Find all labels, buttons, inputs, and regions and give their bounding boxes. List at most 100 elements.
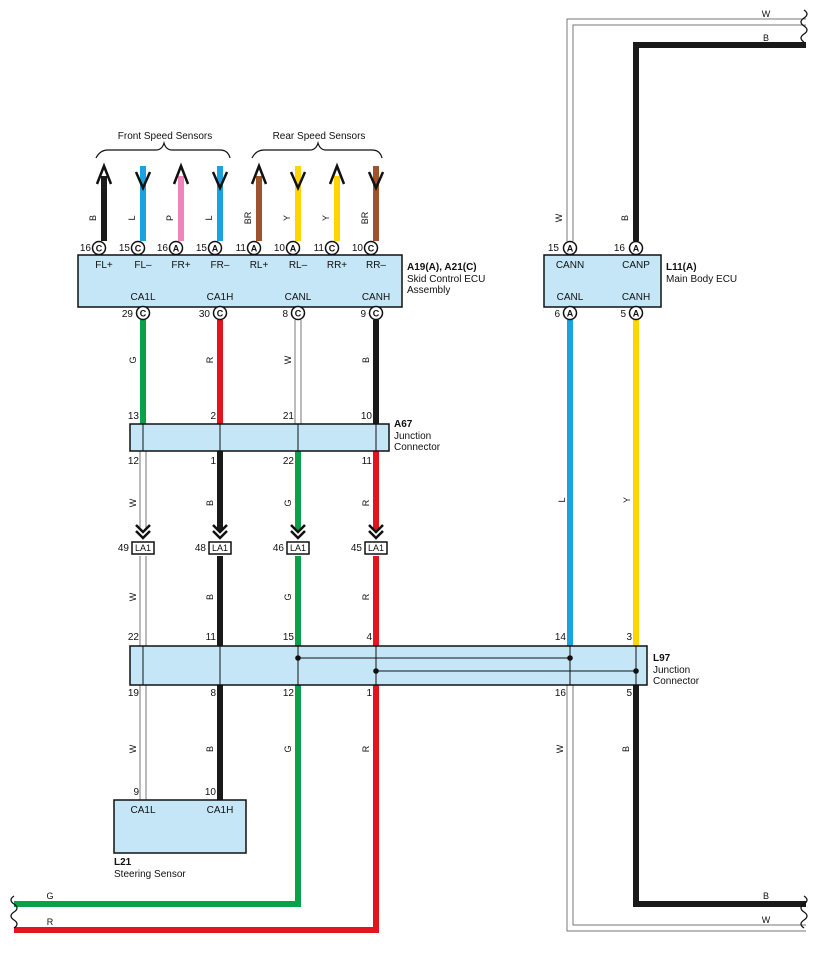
connector-circle [562,305,578,321]
steering-id: L21 [114,857,132,868]
pin-number: 11 [206,632,217,643]
offpage-label: G [46,891,53,901]
pin-number: 16 [157,243,169,254]
ecu-pin-label: CANN [556,260,584,271]
skid-ecu-id: A19(A), A21(C) [407,262,477,273]
pin-number: 3 [626,632,632,643]
wire-color-label: B [88,215,98,221]
arrow-up-icon [328,162,346,185]
canh-w-top-outline [566,18,806,241]
a67-junction-box [129,423,390,452]
pin-number: 11 [236,243,247,254]
steering-desc: Steering Sensor [114,869,186,880]
wire-color-label: G [128,356,138,363]
wire-color-label: R [361,593,371,600]
pin-number: 11 [314,243,325,254]
wire-color-label: B [205,594,215,600]
chevron-down-icon [212,524,228,534]
ecu-pin-label: CA1L [130,292,155,303]
connector-circle-letter: C [217,309,224,319]
pin-number: 16 [614,243,626,254]
connector-circle-letter: A [567,309,574,319]
connector-circle-letter: C [135,244,142,254]
pin-number: 29 [122,309,134,320]
chevron-down-icon [290,524,306,534]
l97-desc: Junction [653,665,690,676]
connector-circle [368,305,384,321]
pin-number: 9 [360,309,366,320]
arrow-up-icon [172,162,190,185]
junction-dot [373,668,379,674]
connector-circle [628,305,644,321]
a67-desc: Junction [394,431,431,442]
arrow-down-icon [289,171,307,192]
wire-color-label: G [283,499,293,506]
l97-id: L97 [653,653,671,664]
pin-number: 1 [366,688,372,699]
ecu-pin-label: CANL [285,292,312,303]
ecu-pin-label: FR– [211,260,230,271]
wire-color-label: B [205,500,215,506]
pin-number: 45 [351,543,363,554]
wire-color-label: B [620,215,630,221]
connector-circle [212,305,228,321]
wire-color-label: W [128,498,138,507]
connector-circle [135,305,151,321]
ecu-pin-label: RL– [289,260,308,271]
pin-number: 13 [128,411,140,422]
break-mark-icon [800,9,808,43]
wire-color-label: L [127,215,137,220]
ecu-pin-label: FL– [134,260,152,271]
wire-color-label: L [557,497,567,502]
pin-number: 48 [195,543,207,554]
pin-number: 5 [620,309,626,320]
ecu-pin-label: FR+ [171,260,190,271]
la1-label: LA1 [290,543,306,553]
pin-number: 49 [118,543,130,554]
wire-color-label: B [621,746,631,752]
pin-number: 22 [128,632,140,643]
body-ecu-id: L11(A) [666,262,697,273]
pin-number: 12 [283,688,295,699]
wire-color-label: R [361,745,371,752]
pin-number: 16 [555,688,567,699]
wire-color-label: W [555,744,565,753]
front-speed-sensors-label: Front Speed Sensors [118,131,213,142]
wire-color-label: B [361,357,371,363]
connector-circle [324,240,340,256]
wire-color-label: W [283,355,293,364]
l97-w-offpage-outline [566,685,806,932]
chevron-down-icon [368,524,384,534]
wire-color-label: B [205,746,215,752]
steering-sensor-box [113,799,247,854]
wire-color-label: Y [622,497,632,503]
pin-number: 21 [283,411,295,422]
rear-brace [251,140,383,159]
connector-circle-letter: A [567,244,574,254]
connector-circle [246,240,262,256]
pin-number: 15 [196,243,208,254]
junction-dot [567,655,573,661]
connector-circle [290,305,306,321]
la1-connector [364,541,388,555]
arrow-down-icon [211,171,229,192]
connector-circle-letter: A [633,309,640,319]
connector-circle-letter: C [373,309,380,319]
steering-pin-label: CA1H [207,805,234,816]
pin-number: 22 [283,456,295,467]
pin-number: 1 [210,456,216,467]
pin-number: 46 [273,543,285,554]
connector-circle [168,240,184,256]
wire-color-label: BR [360,211,370,224]
connector-circle-letter: C [368,244,375,254]
skid-control-ecu-box [77,254,403,308]
la1-connector [208,541,232,555]
break-mark-icon [800,895,808,929]
pin-number: 2 [210,411,216,422]
a67-desc2: Connector [394,442,441,453]
body-ecu-desc: Main Body ECU [666,274,737,285]
connector-circle [562,240,578,256]
pin-number: 12 [128,456,140,467]
arrow-down-icon [134,171,152,192]
